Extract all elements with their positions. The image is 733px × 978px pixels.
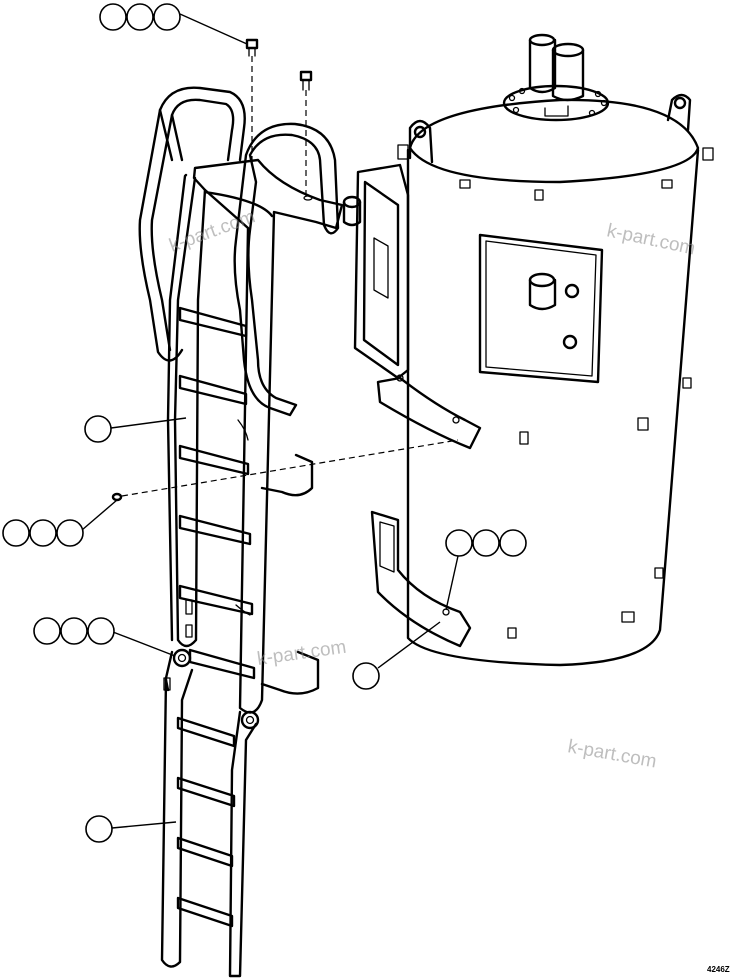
lifting-lug-left xyxy=(408,119,434,164)
top-bolt-a xyxy=(245,38,259,57)
upper-ladder-rungs xyxy=(178,306,256,680)
assembly-lines xyxy=(121,56,459,497)
left-handrail-inner xyxy=(150,113,174,352)
upper-ladder-left-rail-edge xyxy=(166,173,188,642)
washer-left xyxy=(111,492,123,502)
watermark-2: k-part.com xyxy=(605,220,697,259)
callout-group-pivot xyxy=(33,617,176,657)
callout-single-lower-bracket xyxy=(352,621,441,690)
lower-ladder-rungs xyxy=(176,716,236,928)
drawing-code: 4246Z xyxy=(707,965,730,974)
left-handrail-outer xyxy=(138,108,184,362)
tank-top-flange xyxy=(502,84,610,122)
lower-ladder-right-rail xyxy=(228,710,258,978)
tank-small-blocks xyxy=(397,144,714,639)
pivot-bolts xyxy=(172,648,260,730)
callout-group-washer xyxy=(2,499,118,547)
left-handrail-loop-inner xyxy=(170,98,235,162)
right-handrail xyxy=(233,122,340,417)
tank-top xyxy=(408,98,700,184)
handrail-washer xyxy=(303,195,313,201)
callout-group-bracket xyxy=(445,529,527,611)
upper-ladder-mid-brackets xyxy=(185,419,320,695)
upper-ladder xyxy=(138,86,344,730)
upper-ladder-top-edge xyxy=(203,190,274,218)
callout-single-upper-ladder xyxy=(84,415,187,443)
lifting-lug-right xyxy=(666,93,692,132)
lower-ladder-left-rail xyxy=(160,650,194,968)
left-handrail-loop-outer xyxy=(158,86,246,162)
callout-single-lower-ladder xyxy=(85,815,177,843)
lower-ladder-stub xyxy=(164,678,170,692)
upper-ladder-right-rail xyxy=(192,158,344,714)
top-bolt-b xyxy=(299,70,313,91)
tank xyxy=(342,33,714,667)
tank-upper-bracket xyxy=(376,374,482,450)
tank-body xyxy=(406,148,700,667)
upper-ladder-left-rail xyxy=(173,176,207,648)
tank-top-caps xyxy=(528,33,585,102)
lower-ladder xyxy=(160,650,258,978)
watermark-3: k-part.com xyxy=(256,637,348,670)
tank-front-panel xyxy=(478,233,604,384)
callouts xyxy=(2,3,527,843)
watermark-4: k-part.com xyxy=(566,736,658,772)
tank-side-box xyxy=(342,163,410,380)
callout-group-top xyxy=(99,3,248,45)
